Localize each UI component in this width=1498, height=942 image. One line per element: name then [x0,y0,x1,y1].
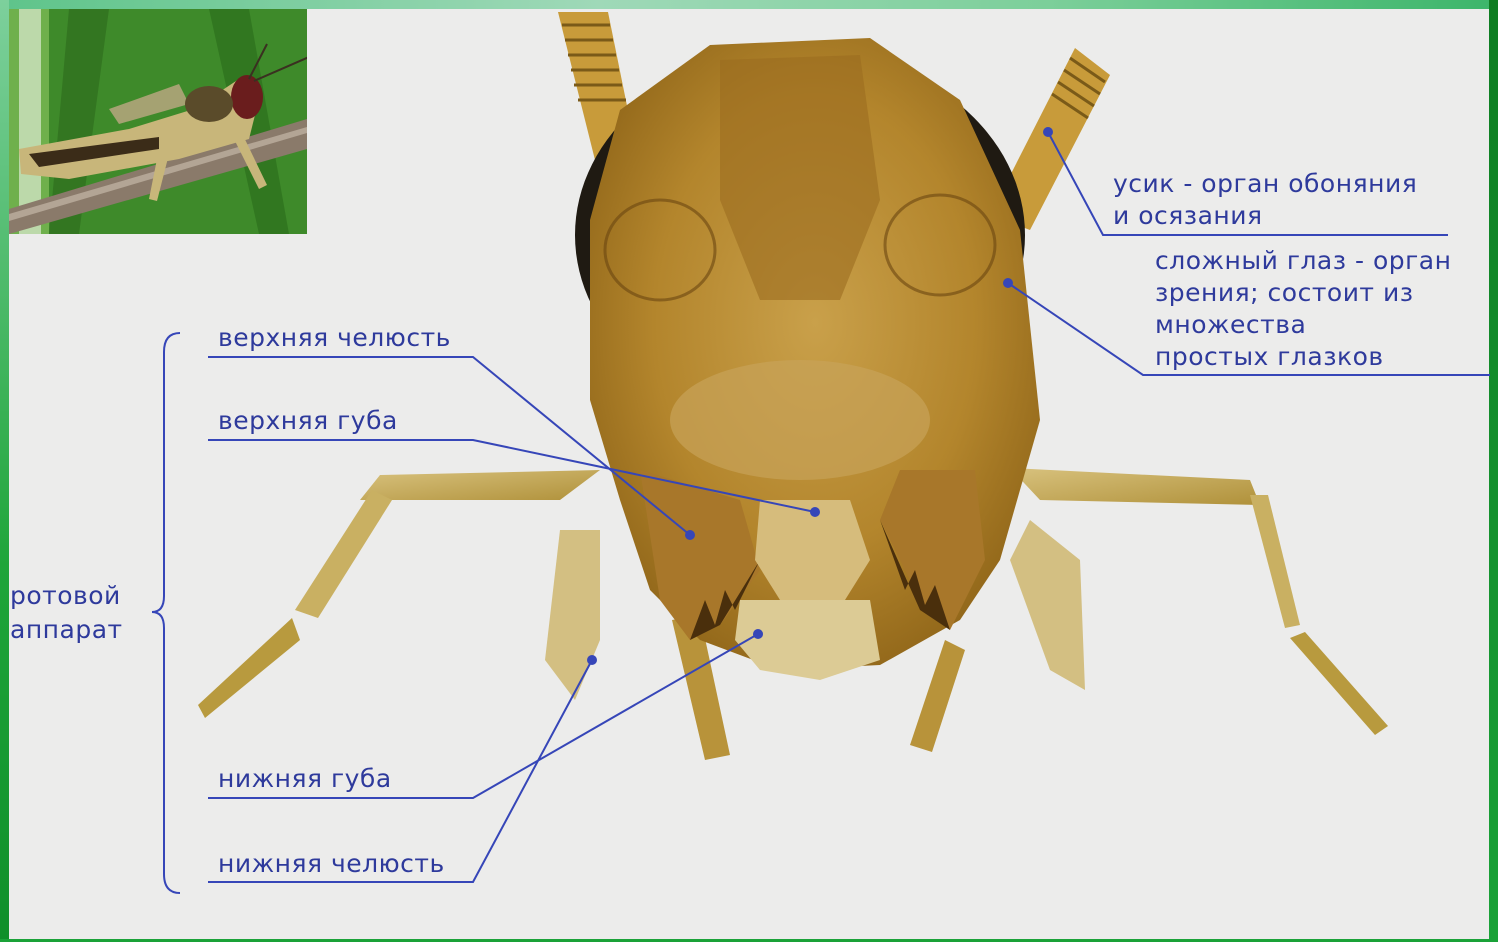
labium [735,600,880,680]
upper-jaw-label: верхняя челюсть [218,322,451,353]
head-group [575,38,1040,680]
left-leg-tip [198,618,300,718]
antenna-label-line1: усик - орган обоняния [1113,168,1417,199]
mouthparts-label-line2: аппарат [10,614,123,645]
mouthparts-bracket [152,333,180,893]
left-leg-segment [295,490,392,618]
right-leg-upper [1010,468,1260,505]
mouthparts-label-line1: ротовой [10,580,121,611]
eye-label-line1: сложный глаз - орган [1155,245,1451,276]
lower-jaw-label: нижняя челюсть [218,848,445,879]
left-leg-upper [360,470,600,500]
upper-lip-label: верхняя губа [218,405,398,436]
right-leg-segment [1250,495,1300,628]
lower-lip-label: нижняя губа [218,763,392,794]
eye-label-line2: зрения; состоит из [1155,277,1414,308]
right-palp [1010,520,1085,690]
eye-label-line3: множества [1155,309,1306,340]
right-lower-palp [910,640,965,752]
antenna-label-line2: и осязания [1113,200,1263,231]
grasshopper-photo [9,9,307,234]
left-palp [545,530,600,700]
right-leg-tip [1290,632,1388,735]
eye-label-line4: простых глазков [1155,341,1384,372]
frons [670,360,930,480]
